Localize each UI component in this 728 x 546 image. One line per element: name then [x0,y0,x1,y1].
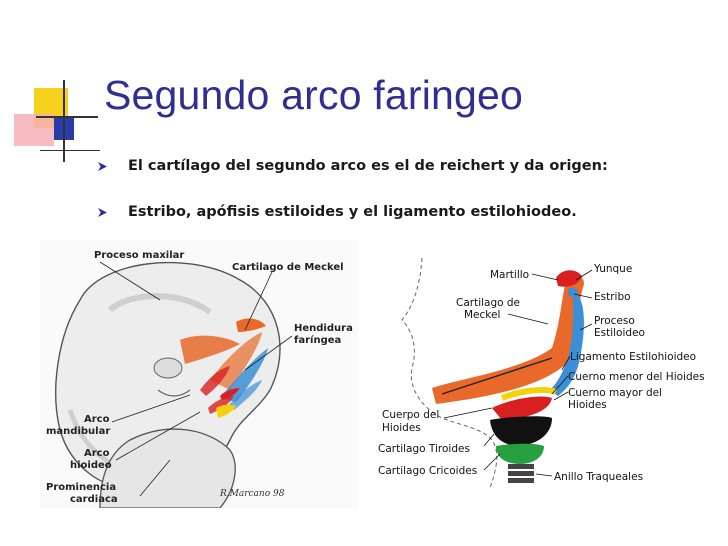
derivatives-figure: Martillo Yunque Cartilago de Meckel Estr… [372,258,718,510]
embryo-figure: Proceso maxilar Cartilago de Meckel Hend… [40,240,358,508]
bullet-item: El cartílago del segundo arco es el de r… [98,158,608,176]
deco-horizontal-line [36,116,98,118]
label-arco-hioideo-2: hioideo [70,460,112,471]
label-arco-mandibular-1: Arco [84,414,110,425]
signature-text: R.Marcano 98 [219,489,285,499]
bullet-text: El cartílago del segundo arco es el de r… [128,158,608,174]
label-cartilago-meckel-2: Meckel [464,309,500,321]
label-estribo: Estribo [594,291,631,303]
label-arco-hioideo-1: Arco [84,448,110,459]
deco-vertical-line [63,80,65,162]
label-proceso-1: Proceso [594,315,635,327]
label-prominencia-2: cardiaca [70,494,118,505]
label-cuerpo-2: Hioides [382,422,421,434]
label-faringea: faríngea [294,334,341,346]
deco-pink-block [14,114,54,146]
label-cuerno-menor: Cuerno menor del Hioides [568,371,705,383]
bullet-item: Estribo, apófisis estiloides y el ligame… [98,204,608,222]
label-proceso-2: Estiloideo [594,327,645,339]
label-anillo: Anillo Traqueales [554,471,643,483]
derivatives-drawing: Martillo Yunque Cartilago de Meckel Estr… [372,258,718,510]
label-cuerpo-1: Cuerpo del [382,409,439,421]
label-yunque: Yunque [593,263,632,275]
label-tiroides: Cartilago Tiroides [378,443,470,455]
label-cartilago-meckel-1: Cartilago de [456,297,520,309]
deco-short-line [40,150,100,151]
label-prominencia-1: Prominencia [46,482,116,493]
bullet-text: Estribo, apófisis estiloides y el ligame… [128,204,577,220]
slide-title: Segundo arco faringeo [104,72,524,118]
label-cuerno-mayor-1: Cuerno mayor del [568,387,662,399]
arrow-bullet-icon [98,162,107,171]
bullet-list: El cartílago del segundo arco es el de r… [98,158,608,222]
label-hendidura: Hendidura [294,323,353,334]
label-cricoides: Cartilago Cricoides [378,465,477,477]
label-ligamento: Ligamento Estilohioideo [570,351,696,363]
label-arco-mandibular-2: mandibular [46,426,110,437]
arrow-bullet-icon [98,208,107,217]
label-proceso-maxilar: Proceso maxilar [94,250,184,261]
label-martillo: Martillo [490,269,529,281]
label-cartilago-meckel: Cartilago de Meckel [232,262,344,273]
embryo-drawing: Proceso maxilar Cartilago de Meckel Hend… [40,240,358,508]
label-cuerno-mayor-2: Hioides [568,399,607,411]
